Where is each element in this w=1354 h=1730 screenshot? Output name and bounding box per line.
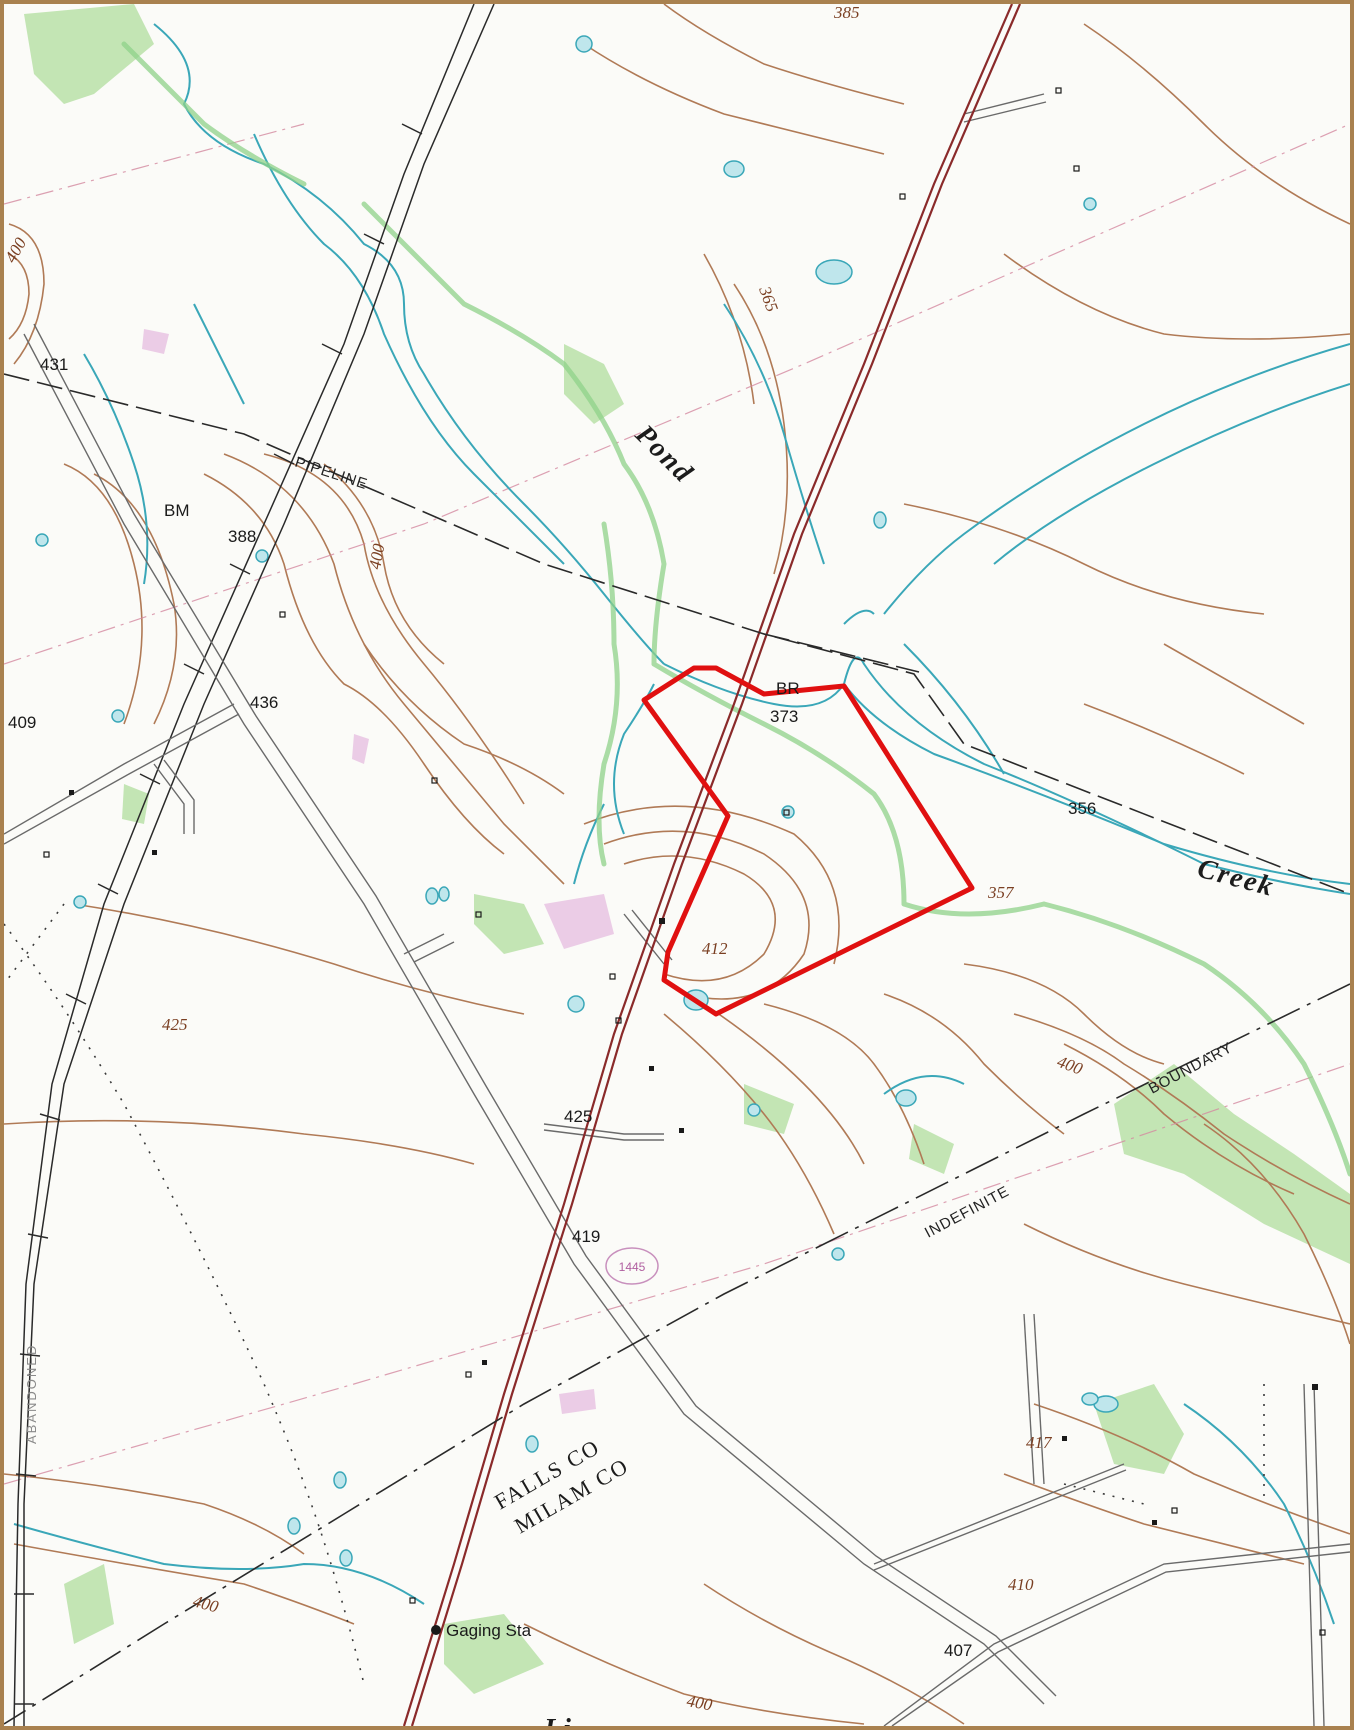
elev-357: 357 xyxy=(987,883,1015,902)
bridge-label: BR xyxy=(776,679,800,698)
elev-417: 417 xyxy=(1026,1433,1053,1452)
buildup-layer xyxy=(142,329,614,1414)
indefinite-label: INDEFINITE xyxy=(922,1183,1012,1242)
partial-bottom-label: Li xyxy=(543,1714,573,1726)
pipeline xyxy=(4,373,1350,895)
ponds-layer xyxy=(35,35,1119,1567)
riparian-fringe xyxy=(121,41,1350,1177)
elev-400-d: 400 xyxy=(685,1691,714,1714)
elev-388: 388 xyxy=(228,527,256,546)
route-shield-label: 1445 xyxy=(619,1260,646,1274)
elev-409: 409 xyxy=(8,713,36,732)
county-boundary xyxy=(4,983,1350,1725)
elev-425-a: 425 xyxy=(162,1015,188,1034)
elev-365: 365 xyxy=(755,283,782,314)
buildings xyxy=(69,790,1318,1525)
pipeline-label: PIPELINE xyxy=(293,454,370,494)
survey-lines xyxy=(4,123,1350,1485)
elev-410: 410 xyxy=(1008,1575,1034,1594)
elev-400-c: 400 xyxy=(191,1592,221,1617)
gaging-station-label: Gaging Sta xyxy=(446,1621,532,1640)
elev-400-b: 400 xyxy=(1055,1052,1086,1079)
roads xyxy=(4,93,1350,1726)
map-canvas: 1445 385 400 431 BM 388 400 365 436 409 … xyxy=(4,4,1350,1726)
highway xyxy=(402,4,1022,1726)
abandoned-label: ABANDONED xyxy=(24,1344,39,1444)
benchmark-label: BM xyxy=(164,501,190,520)
water-layer xyxy=(13,23,1350,1625)
trails xyxy=(4,903,1265,1685)
elev-412: 412 xyxy=(702,939,728,958)
gaging-station-marker xyxy=(431,1625,441,1635)
elev-425-b: 425 xyxy=(564,1107,592,1126)
water-label-pond: Pond xyxy=(628,418,699,489)
elev-400-a: 400 xyxy=(365,542,388,571)
elev-385: 385 xyxy=(833,4,860,22)
elev-431: 431 xyxy=(40,355,68,374)
elev-356: 356 xyxy=(1068,799,1096,818)
property-boundary xyxy=(641,665,975,1017)
elev-400-topleft: 400 xyxy=(4,234,30,266)
railroad-ticks xyxy=(14,123,423,1705)
elev-436: 436 xyxy=(250,693,278,712)
topographic-map[interactable]: 1445 385 400 431 BM 388 400 365 436 409 … xyxy=(4,4,1350,1726)
elev-407: 407 xyxy=(944,1641,972,1660)
small-structures xyxy=(43,87,1326,1636)
railroads xyxy=(13,4,495,1726)
elev-419: 419 xyxy=(572,1227,600,1246)
elev-373: 373 xyxy=(770,707,798,726)
route-shield: 1445 xyxy=(605,1247,659,1285)
